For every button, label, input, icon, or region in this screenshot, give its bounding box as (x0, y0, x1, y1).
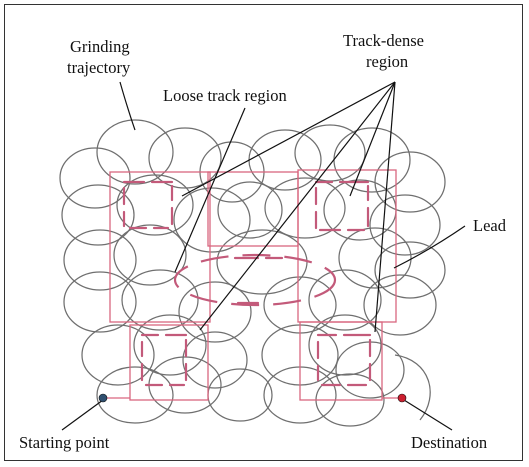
destination-marker (397, 393, 407, 403)
grinding-trajectory-loops (59, 119, 446, 427)
label-track-dense: Track-dense (343, 31, 424, 50)
pointer-destination (403, 399, 453, 431)
pointer-lead (393, 225, 466, 269)
label-grinding: Grinding (70, 37, 130, 56)
figure-frame (4, 4, 523, 461)
pointer-track-dense-4 (374, 81, 396, 333)
label-starting-point: Starting point (19, 433, 110, 452)
starting-point-marker (98, 393, 108, 403)
label-destination: Destination (411, 433, 488, 452)
dense-track-marks (122, 180, 372, 387)
pointer-grinding-trajectory (119, 81, 136, 131)
region-right-lower (299, 321, 383, 401)
pointer-starting-point (61, 399, 104, 431)
pointer-track-dense-2 (199, 81, 396, 331)
label-region: region (366, 52, 409, 71)
pointer-loose-track-region (174, 107, 246, 273)
pointer-track-dense-3 (349, 81, 396, 197)
pointer-track-dense-1 (181, 81, 396, 197)
region-center-upper (207, 171, 299, 247)
region-left-upper (109, 171, 211, 323)
label-loose-track-region: Loose track region (163, 86, 287, 105)
annotation-pointers (61, 81, 466, 431)
label-lead: Lead (473, 216, 506, 235)
label-trajectory: trajectory (67, 58, 131, 77)
region-left-lower (129, 324, 209, 401)
